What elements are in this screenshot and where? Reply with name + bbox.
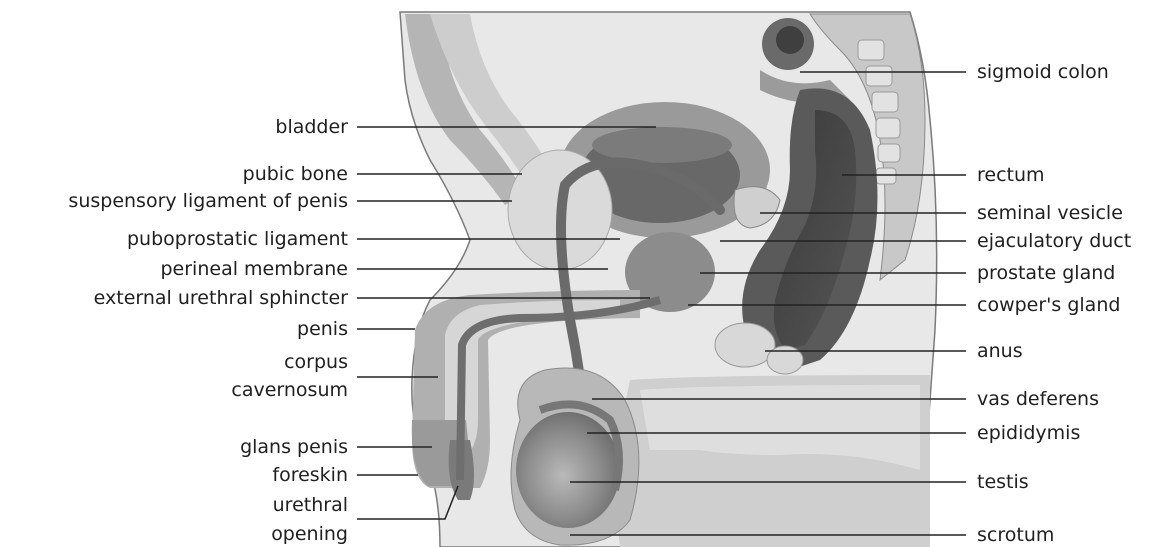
label-corpus: corpus [284,351,348,373]
label-cowpers-gland: cowper's gland [977,294,1120,316]
label-cavernosum: cavernosum [231,379,348,401]
label-external-urethral-sphincter: external urethral sphincter [94,287,348,309]
label-prostate-gland: prostate gland [977,262,1115,284]
label-testis: testis [977,471,1029,493]
label-rectum: rectum [977,164,1045,186]
label-pubic-bone: pubic bone [243,163,348,185]
label-scrotum: scrotum [977,524,1054,546]
label-epididymis: epididymis [977,422,1080,444]
label-seminal-vesicle: seminal vesicle [977,202,1123,224]
label-perineal-membrane: perineal membrane [161,258,349,280]
label-puboprostatic-ligament: puboprostatic ligament [127,228,348,250]
label-suspensory-ligament: suspensory ligament of penis [68,190,348,212]
label-opening: opening [271,523,348,545]
label-ejaculatory-duct: ejaculatory duct [977,230,1131,252]
label-penis: penis [297,318,348,340]
label-bladder: bladder [275,116,348,138]
label-foreskin: foreskin [272,464,348,486]
label-vas-deferens: vas deferens [977,388,1099,410]
label-urethral: urethral [273,494,348,516]
testis-organ [516,412,620,528]
label-anus: anus [977,340,1023,362]
label-glans-penis: glans penis [240,436,348,458]
label-sigmoid-colon: sigmoid colon [977,61,1109,83]
